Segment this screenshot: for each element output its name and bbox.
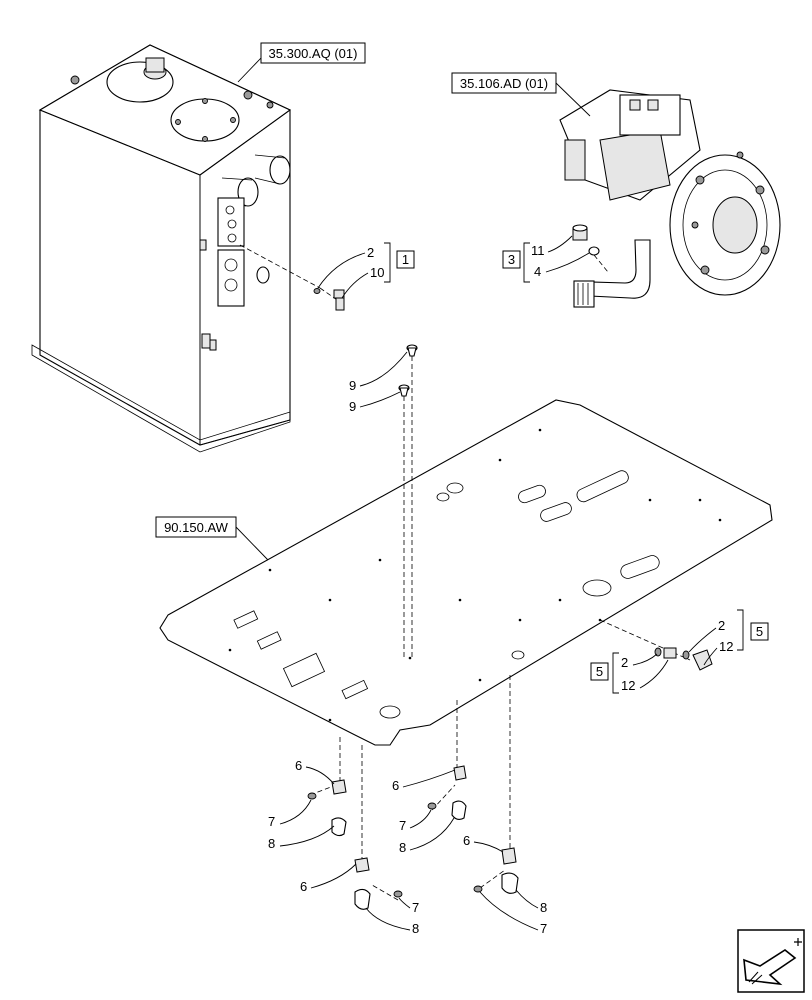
callout-9b: 9 <box>349 399 356 414</box>
callout-d-6: 6 <box>300 879 307 894</box>
fitting-10 <box>333 289 345 311</box>
callout-b-8: 8 <box>399 840 406 855</box>
group-box-3: 3 <box>502 242 530 283</box>
group-box-5-right: 5 <box>737 609 769 651</box>
group-5-right-label: 5 <box>756 624 763 639</box>
group-3-label: 3 <box>508 252 515 267</box>
clamp-set-d <box>354 857 403 910</box>
group-box-5-left: 5 <box>590 652 619 694</box>
callout-left-2: 2 <box>621 655 628 670</box>
seal-ring-4 <box>588 246 600 256</box>
callout-right-2: 2 <box>718 618 725 633</box>
tank-fittings <box>239 244 345 311</box>
callout-b-7: 7 <box>399 818 406 833</box>
ref-plate-label: 90.150.AW <box>164 520 229 535</box>
callout-pump-4: 4 <box>534 264 541 279</box>
callout-b-6: 6 <box>392 778 399 793</box>
right-fittings <box>599 619 713 671</box>
callout-tank-2: 2 <box>367 245 374 260</box>
group-1-label: 1 <box>402 252 409 267</box>
group-5-left-label: 5 <box>596 664 603 679</box>
callout-tank-10: 10 <box>370 265 384 280</box>
ref-pump[interactable]: 35.106.AD (01) <box>451 72 591 117</box>
ref-tank-label: 35.300.AQ (01) <box>269 46 358 61</box>
clamp-set-a <box>307 779 347 837</box>
callout-d-7: 7 <box>412 900 419 915</box>
seal-ring-2 <box>313 288 321 294</box>
callout-c-7: 7 <box>540 921 547 936</box>
callout-left-12: 12 <box>621 678 635 693</box>
plug-11 <box>572 224 588 241</box>
clamp-set-b <box>427 765 467 821</box>
callout-c-8: 8 <box>540 900 547 915</box>
hydraulic-pump <box>559 89 781 308</box>
callout-a-6: 6 <box>295 758 302 773</box>
callout-a-8: 8 <box>268 836 275 851</box>
ref-plate[interactable]: 90.150.AW <box>155 516 269 561</box>
callouts: 2 10 11 4 9 9 2 12 2 12 6 7 8 6 7 8 6 8 <box>268 235 733 936</box>
plugs-9 <box>398 344 418 660</box>
clamp-set-c <box>473 847 519 894</box>
hydraulic-tank <box>31 44 292 453</box>
callout-c-6: 6 <box>463 833 470 848</box>
callout-pump-11: 11 <box>531 243 545 258</box>
ref-tank[interactable]: 35.300.AQ (01) <box>237 42 366 83</box>
callout-right-12: 12 <box>719 639 733 654</box>
floor-plate <box>159 399 773 746</box>
callout-a-7: 7 <box>268 814 275 829</box>
callout-9a: 9 <box>349 378 356 393</box>
group-box-1: 1 <box>384 242 415 283</box>
ref-pump-label: 35.106.AD (01) <box>460 76 548 91</box>
pump-fittings <box>572 224 609 273</box>
arrow-navigation-icon[interactable] <box>737 929 805 993</box>
callout-d-8: 8 <box>412 921 419 936</box>
